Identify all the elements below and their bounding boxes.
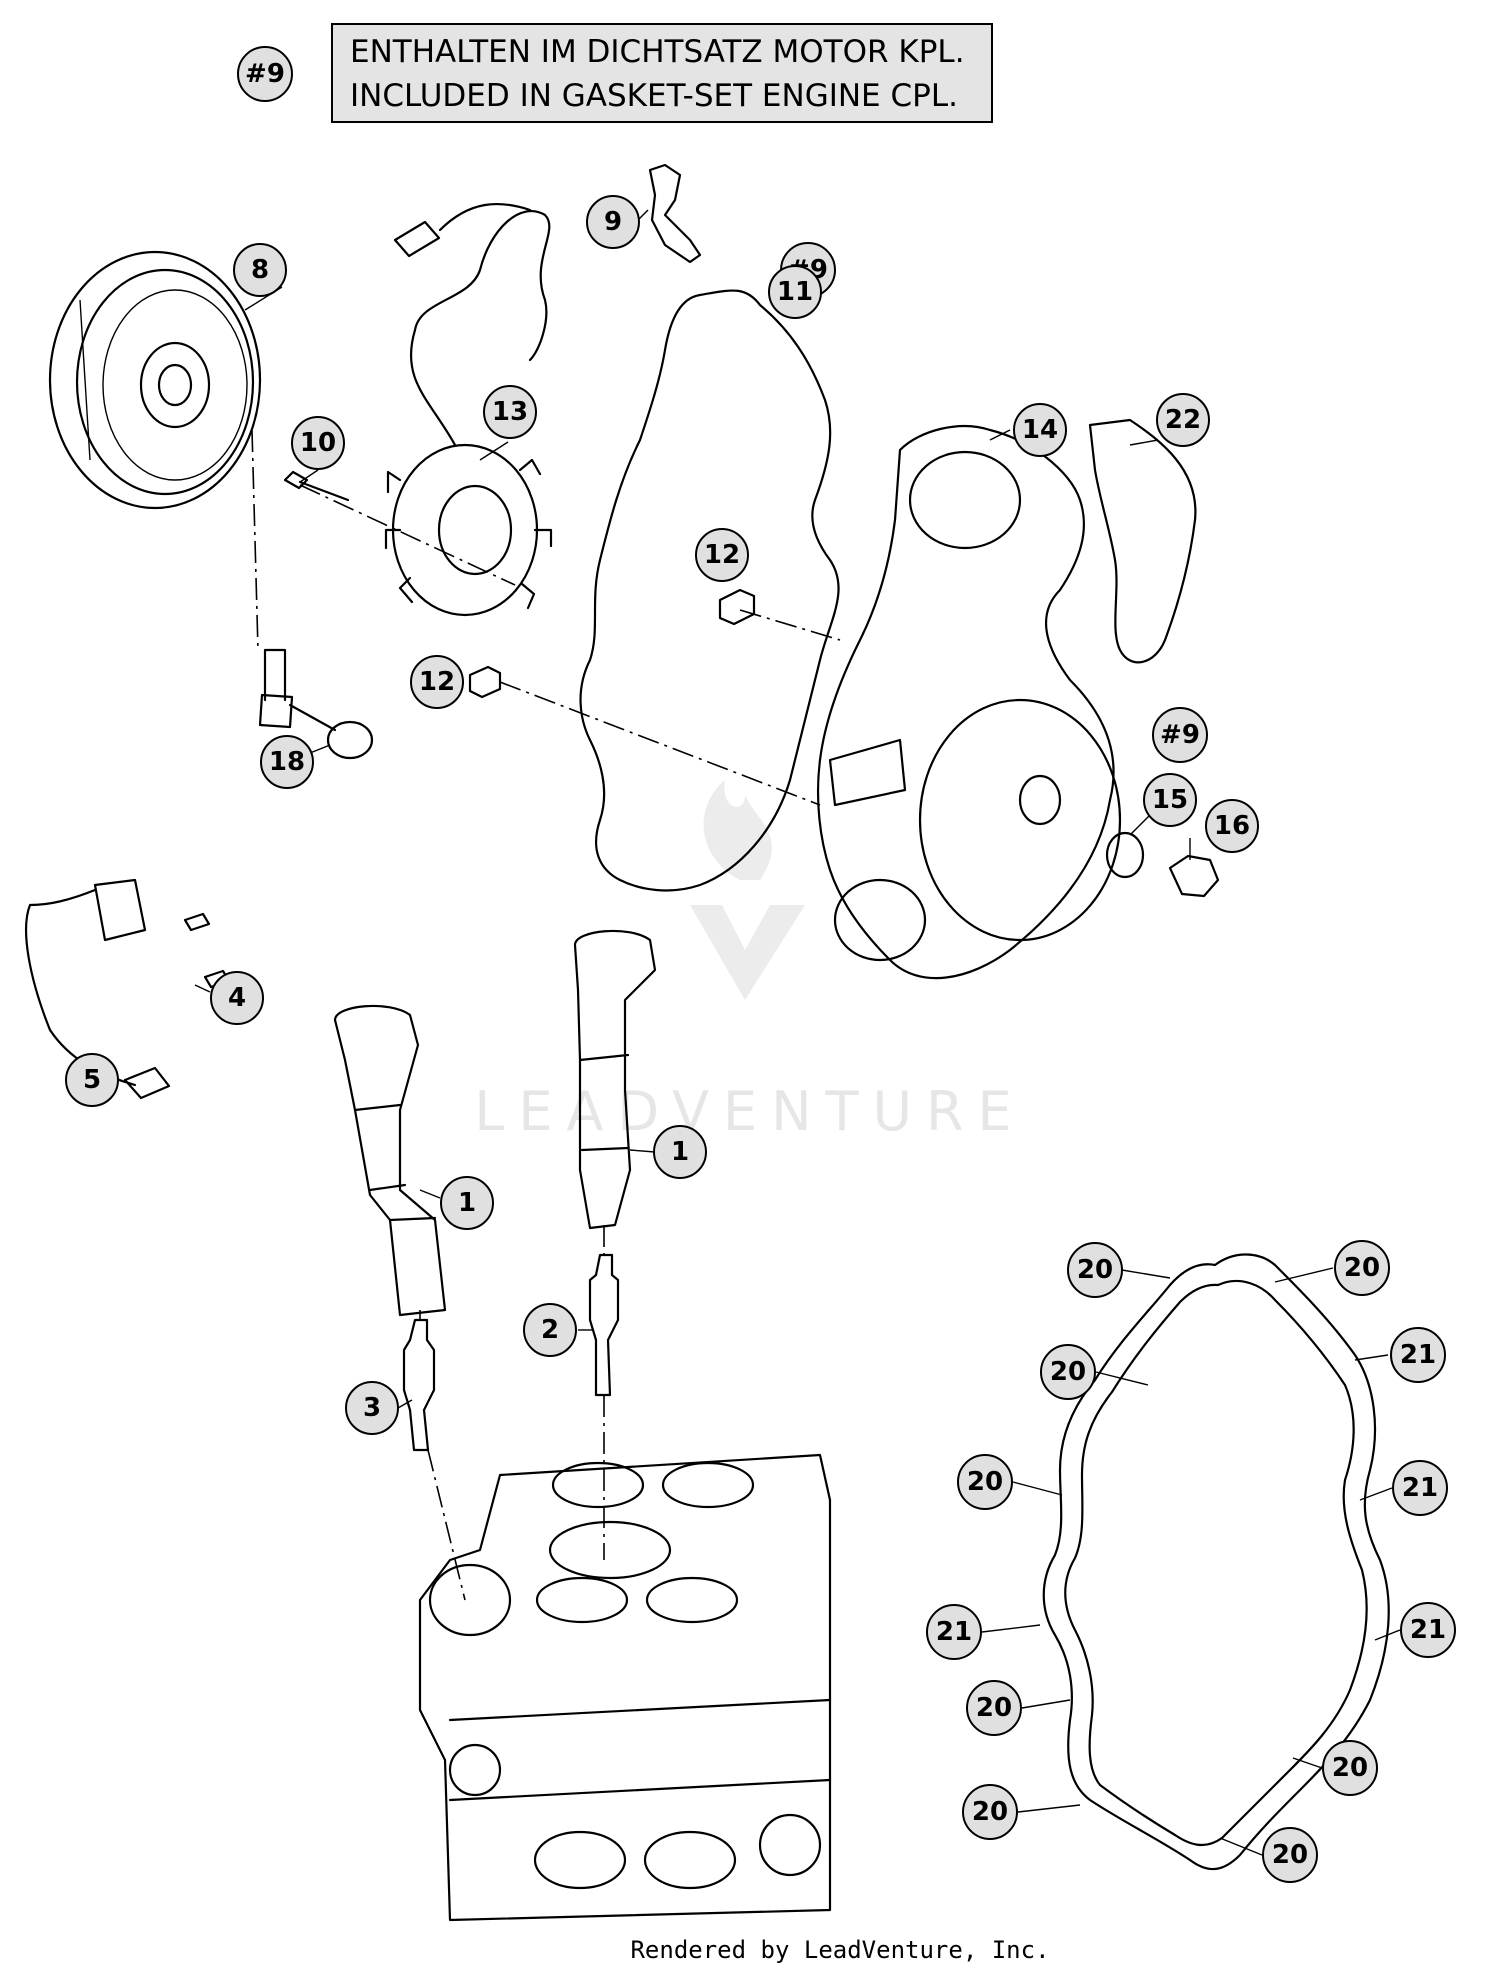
svg-text:3: 3 xyxy=(363,1393,381,1423)
svg-text:10: 10 xyxy=(300,428,336,458)
svg-text:21: 21 xyxy=(936,1617,972,1647)
leader-lines xyxy=(194,209,1401,1856)
spark-plug-2-drawing xyxy=(588,1253,620,1397)
credit-text: Rendered by LeadVenture, Inc. xyxy=(630,1936,1049,1964)
callout-ref-15-16: #9 xyxy=(1152,707,1208,763)
gasket-large-drawing xyxy=(1042,1253,1390,1871)
dowel-12-upper-drawing xyxy=(718,588,756,626)
svg-text:4: 4 xyxy=(228,983,246,1013)
cover-plate-22-drawing xyxy=(1088,418,1197,664)
header-line-1: ENTHALTEN IM DICHTSATZ MOTOR KPL. xyxy=(350,34,965,70)
callout-20-h: 20 xyxy=(1262,1827,1318,1883)
svg-text:21: 21 xyxy=(1400,1340,1436,1370)
gasket-large-inner xyxy=(1064,1280,1368,1847)
svg-text:20: 20 xyxy=(972,1797,1008,1827)
svg-text:20: 20 xyxy=(967,1467,1003,1497)
svg-text:2: 2 xyxy=(541,1315,559,1345)
gasket-11-drawing xyxy=(579,289,840,892)
plug-16-drawing xyxy=(1168,854,1220,898)
svg-text:20: 20 xyxy=(1272,1840,1308,1870)
callout-20-c: 20 xyxy=(1040,1344,1096,1400)
callout-4: 4 xyxy=(210,971,264,1025)
svg-text:18: 18 xyxy=(269,747,305,777)
svg-text:#9: #9 xyxy=(245,59,285,89)
cylinder-head-drawing xyxy=(418,1453,832,1922)
ignition-coil-left-drawing xyxy=(333,1004,447,1317)
bolt-10-axis xyxy=(299,484,516,586)
watermark-text: LEADVENTURE xyxy=(474,1080,1025,1143)
dowel-12-lower-axis xyxy=(499,681,821,806)
callout-8: 8 xyxy=(233,243,287,297)
svg-text:1: 1 xyxy=(458,1188,476,1218)
callout-15: 15 xyxy=(1143,773,1197,827)
svg-text:14: 14 xyxy=(1022,415,1058,445)
callout-21-b: 21 xyxy=(1392,1460,1448,1516)
callout-20-e: 20 xyxy=(966,1680,1022,1736)
callout-21-d: 21 xyxy=(1400,1602,1456,1658)
svg-text:12: 12 xyxy=(704,540,740,570)
svg-text:21: 21 xyxy=(1402,1473,1438,1503)
svg-text:22: 22 xyxy=(1165,405,1201,435)
callout-10: 10 xyxy=(291,416,345,470)
ignition-coil-right-drawing xyxy=(573,929,657,1230)
svg-text:8: 8 xyxy=(251,255,269,285)
dowel-12-lower-drawing xyxy=(468,665,502,699)
o-ring-15-drawing xyxy=(1105,831,1145,879)
spark-plug-3-axis-bottom xyxy=(427,1449,466,1601)
callout-9: 9 xyxy=(586,195,640,249)
svg-text:16: 16 xyxy=(1214,811,1250,841)
callout-13: 13 xyxy=(483,385,537,439)
callout-ref-header: #9 xyxy=(237,46,293,102)
spark-plug-3-drawing xyxy=(402,1318,436,1452)
callout-12-upper: 12 xyxy=(695,528,749,582)
callout-5: 5 xyxy=(65,1053,119,1107)
callouts: #9 9 #9 11 8 13 10 14 22 12 12 18 #9 15 … xyxy=(65,46,1456,1883)
callout-22: 22 xyxy=(1156,393,1210,447)
svg-text:12: 12 xyxy=(419,667,455,697)
callout-3: 3 xyxy=(345,1381,399,1435)
stator-drawing xyxy=(384,202,553,617)
svg-text:9: 9 xyxy=(604,207,622,237)
callout-20-a: 20 xyxy=(1067,1242,1123,1298)
svg-text:15: 15 xyxy=(1152,785,1188,815)
callout-20-d: 20 xyxy=(957,1454,1013,1510)
header-line-2: INCLUDED IN GASKET-SET ENGINE CPL. xyxy=(350,78,958,114)
callout-18: 18 xyxy=(260,735,314,789)
svg-text:13: 13 xyxy=(492,397,528,427)
bolt-18-drawing xyxy=(258,648,374,760)
svg-text:20: 20 xyxy=(1332,1753,1368,1783)
svg-text:21: 21 xyxy=(1410,1615,1446,1645)
callout-1-right: 1 xyxy=(653,1125,707,1179)
svg-text:#9: #9 xyxy=(1160,720,1200,750)
flywheel-rotor-drawing xyxy=(48,250,262,510)
callout-21-c: 21 xyxy=(926,1604,982,1660)
svg-text:20: 20 xyxy=(1050,1357,1086,1387)
callout-20-f: 20 xyxy=(1322,1740,1378,1796)
header-box xyxy=(331,23,993,123)
callout-11: 11 xyxy=(768,265,822,319)
callout-21-a: 21 xyxy=(1390,1327,1446,1383)
callout-2: 2 xyxy=(523,1303,577,1357)
svg-text:11: 11 xyxy=(777,277,813,307)
svg-text:1: 1 xyxy=(671,1137,689,1167)
callout-12-lower: 12 xyxy=(410,655,464,709)
bolt-10-drawing xyxy=(283,470,350,502)
header-note: ENTHALTEN IM DICHTSATZ MOTOR KPL. INCLUD… xyxy=(331,23,993,123)
callout-20-b: 20 xyxy=(1334,1240,1390,1296)
callout-1-left: 1 xyxy=(440,1176,494,1230)
leadventure-watermark: LEADVENTURE xyxy=(474,780,1025,1143)
flywheel-axis xyxy=(251,429,259,651)
svg-text:5: 5 xyxy=(83,1065,101,1095)
callout-16: 16 xyxy=(1205,799,1259,853)
callout-14: 14 xyxy=(1013,403,1067,457)
svg-text:20: 20 xyxy=(976,1693,1012,1723)
svg-text:20: 20 xyxy=(1344,1253,1380,1283)
dowel-12-upper-axis xyxy=(739,609,841,641)
bracket-9-drawing xyxy=(648,163,702,264)
svg-text:20: 20 xyxy=(1077,1255,1113,1285)
ignition-cover-drawing xyxy=(816,424,1122,980)
callout-20-g: 20 xyxy=(962,1784,1018,1840)
